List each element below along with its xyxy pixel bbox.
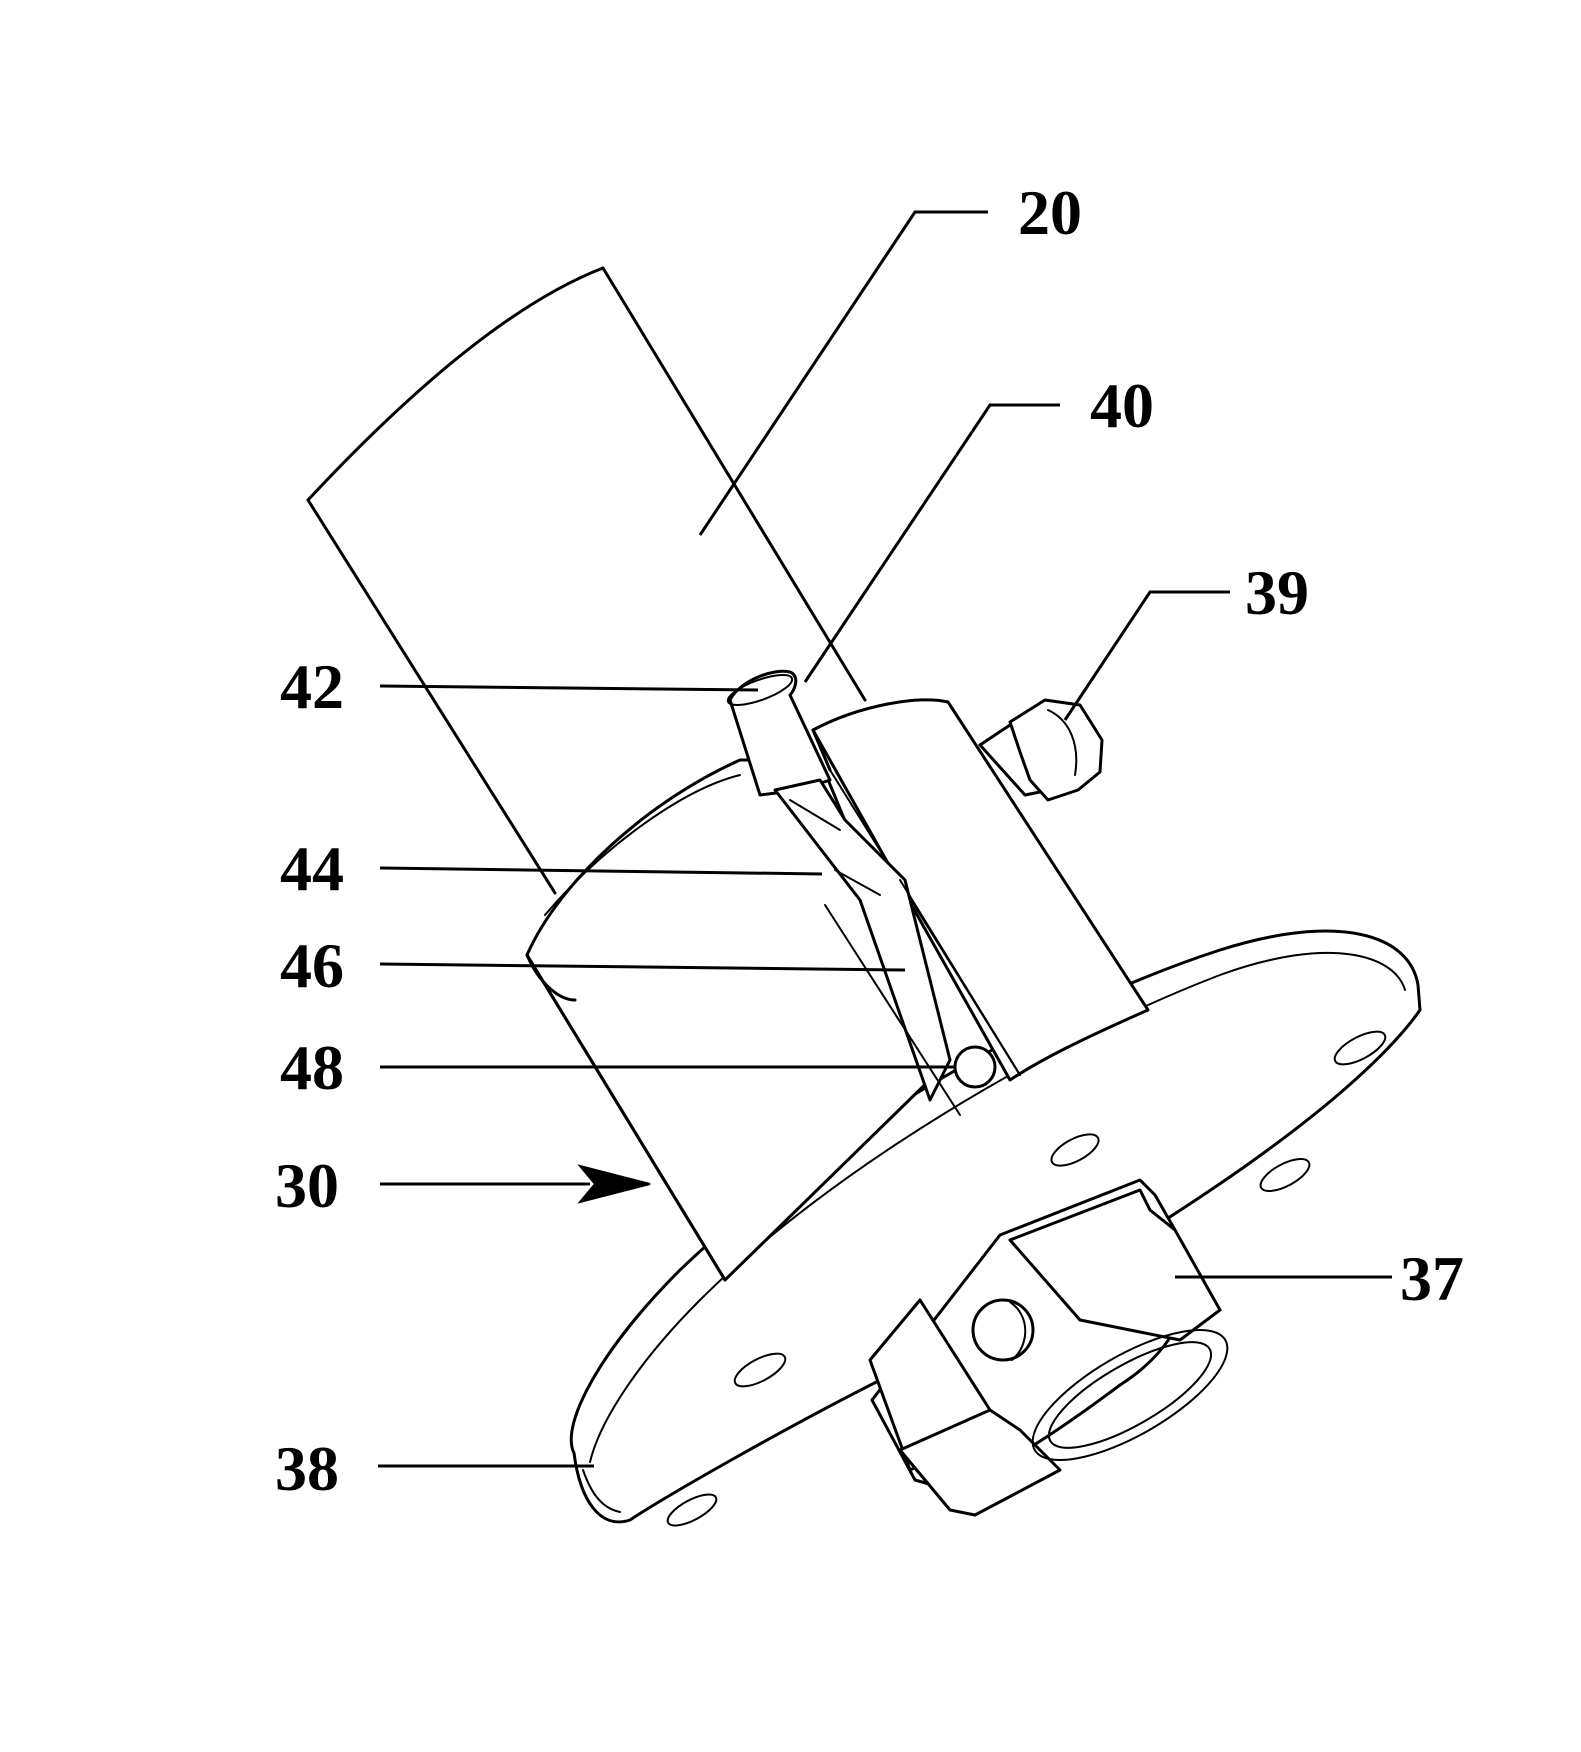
- label-38: 38: [275, 1433, 339, 1504]
- leader-20: [700, 212, 988, 535]
- label-39: 39: [1245, 557, 1309, 628]
- label-30: 30: [275, 1150, 339, 1221]
- screw-48: [955, 1047, 995, 1087]
- label-37: 37: [1400, 1243, 1464, 1314]
- leader-42: [380, 686, 758, 690]
- label-46: 46: [280, 930, 344, 1001]
- label-48: 48: [280, 1032, 344, 1103]
- label-40: 40: [1090, 370, 1154, 441]
- leader-39: [1065, 592, 1230, 720]
- label-20: 20: [1018, 177, 1082, 248]
- label-42: 42: [280, 651, 344, 722]
- arrow-head-30: [580, 1166, 650, 1202]
- leader-40: [805, 405, 1060, 682]
- label-44: 44: [280, 833, 344, 904]
